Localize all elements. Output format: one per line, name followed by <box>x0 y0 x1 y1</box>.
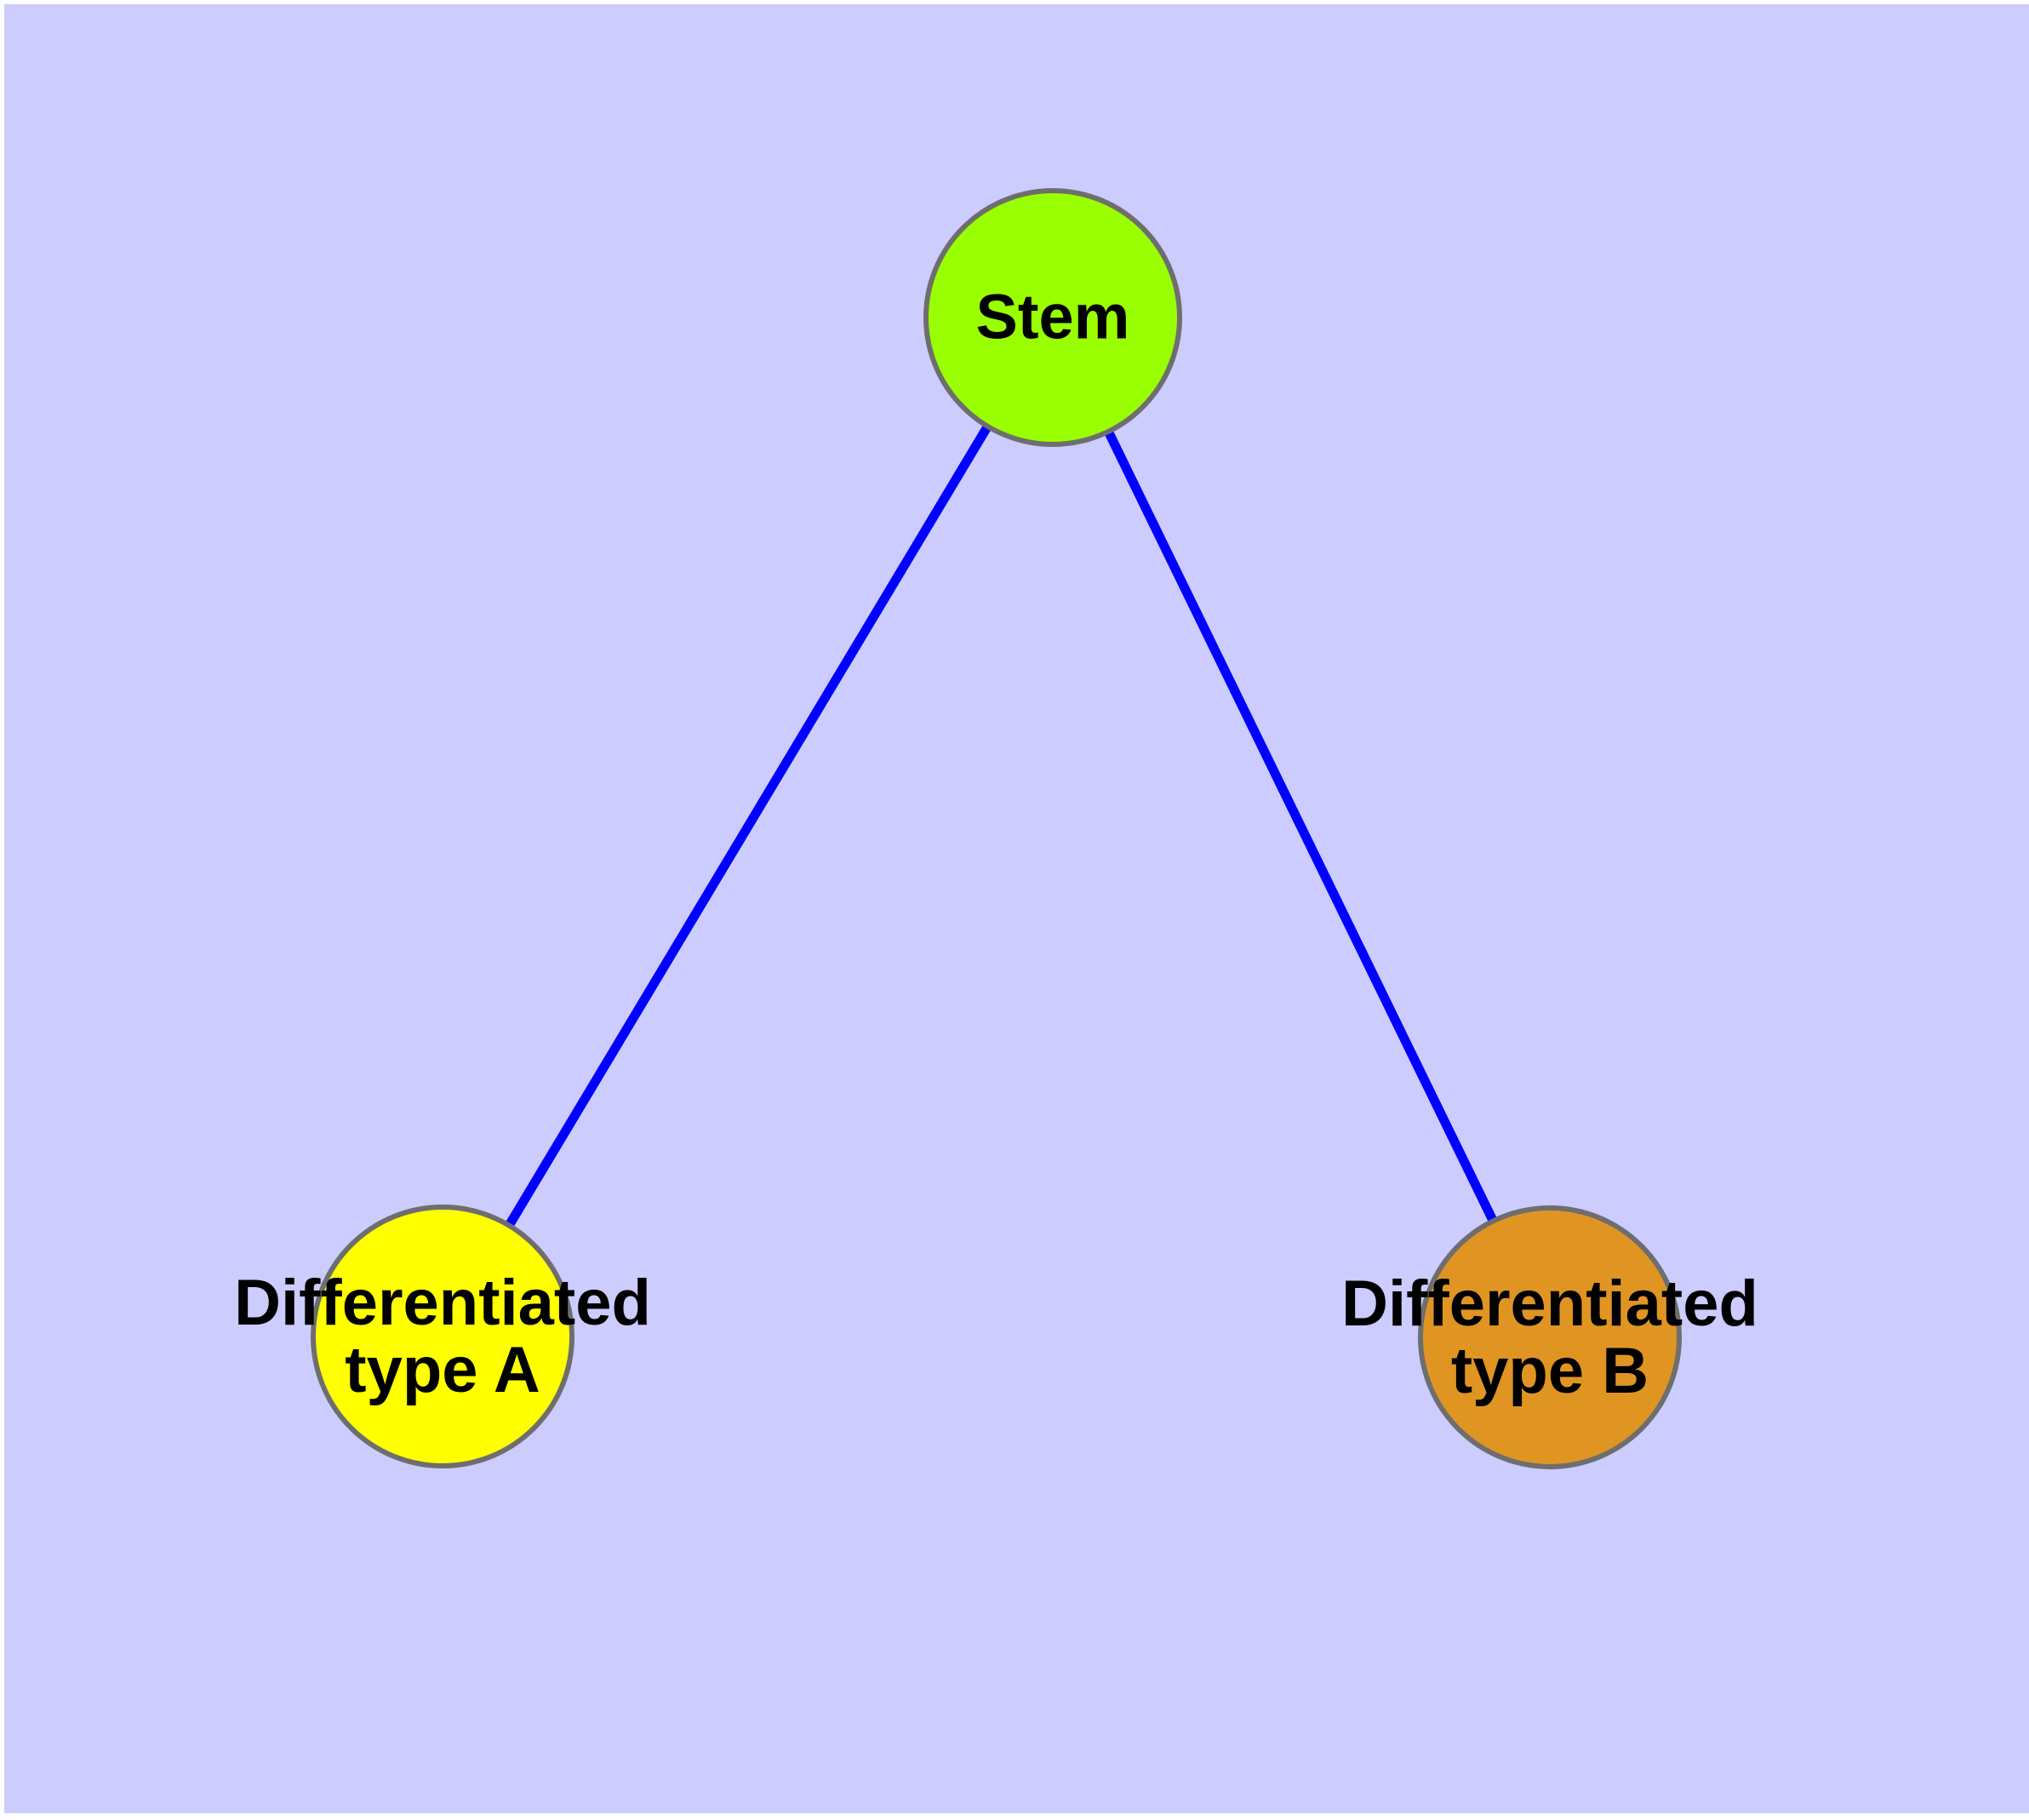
graph-node-diff_a[interactable] <box>311 1205 574 1468</box>
nodes-layer <box>311 188 1682 1469</box>
graph-edge[interactable] <box>1104 430 1497 1222</box>
edges-layer <box>505 424 1497 1228</box>
graph-edge[interactable] <box>505 424 992 1228</box>
graph-node-stem[interactable] <box>923 188 1182 447</box>
graph-node-diff_b[interactable] <box>1418 1205 1682 1469</box>
